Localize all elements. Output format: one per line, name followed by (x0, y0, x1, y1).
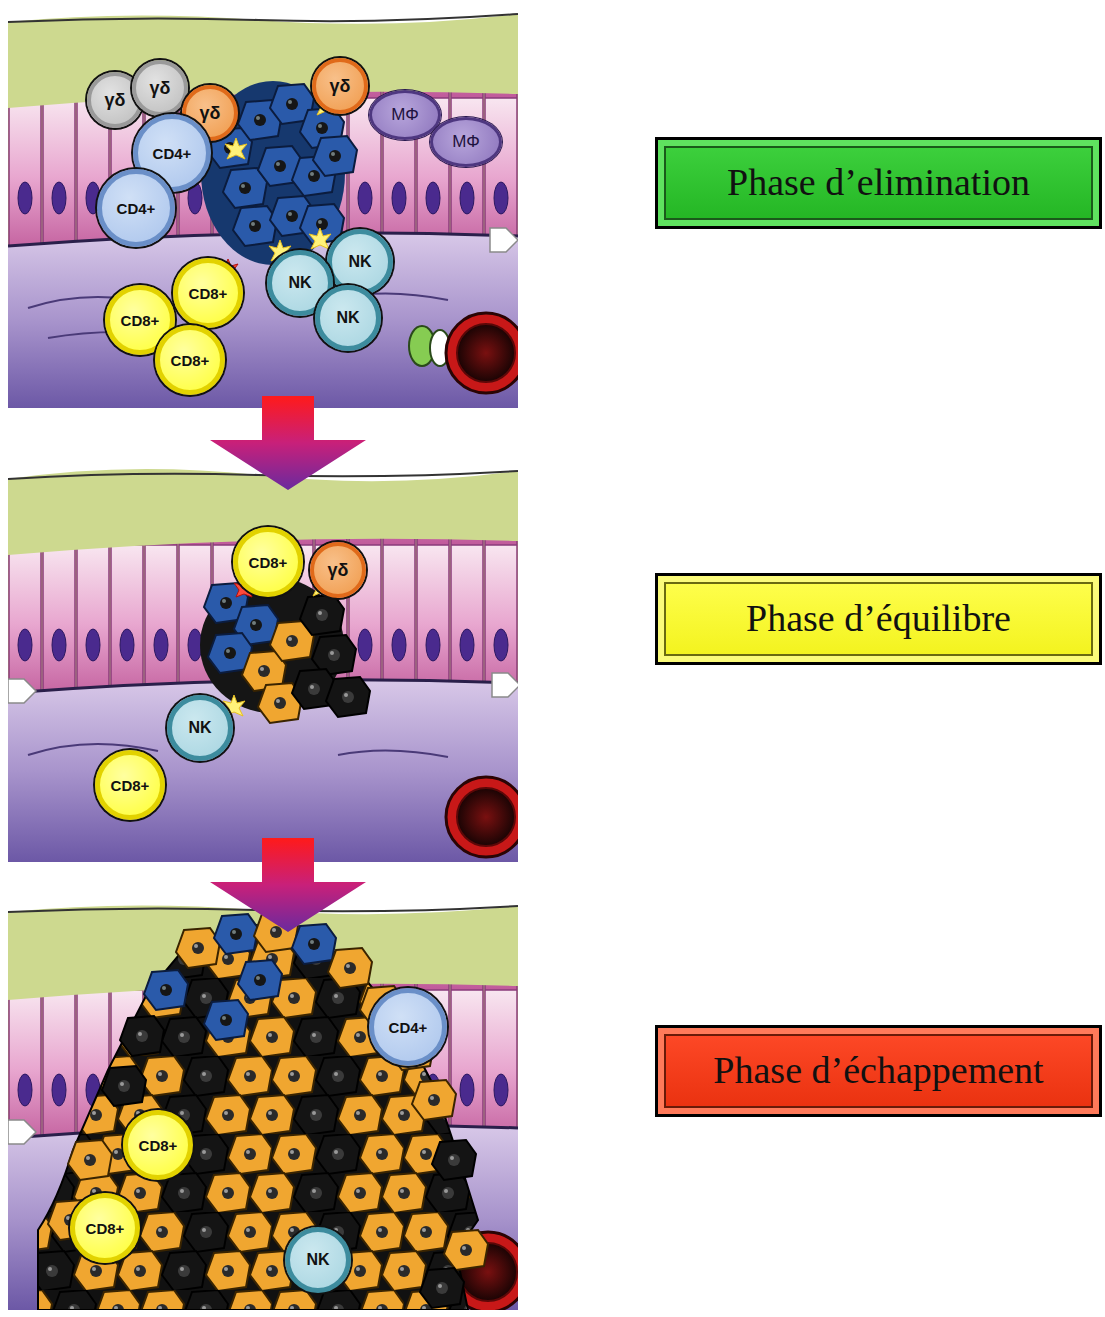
illustration-part (176, 928, 220, 968)
epithelium (8, 92, 518, 246)
epithelium (8, 539, 518, 693)
phase-box: Phase d’elimination (655, 137, 1102, 229)
illustration-part (444, 1230, 488, 1270)
cell-label: NK (188, 720, 211, 736)
surface (8, 8, 518, 24)
illustration-part (313, 136, 357, 176)
cell-label: γδ (328, 561, 349, 579)
illustration-part (420, 1268, 464, 1308)
illustration-part (328, 948, 372, 988)
nk-cell: NK (167, 695, 233, 761)
illustration-part (225, 138, 247, 159)
cell-label: CD8+ (86, 1221, 125, 1236)
illustration-part (120, 1016, 164, 1056)
cell-label: CD8+ (139, 1138, 178, 1153)
cd8-cell: CD8+ (70, 1193, 140, 1263)
transition-arrow (210, 396, 366, 490)
cell-label: γδ (330, 77, 351, 95)
stroma-fibre (28, 744, 448, 757)
phase-label: Phase d’elimination (727, 162, 1030, 204)
illustration-part (102, 1066, 146, 1106)
phase-box: Phase d’équilibre (655, 573, 1102, 665)
cd4-cell: CD4+ (369, 988, 447, 1066)
cd8-cell: CD8+ (155, 325, 225, 395)
panel-echappement (8, 900, 518, 1310)
macrophage: MΦ (369, 90, 441, 140)
illustration-part (309, 228, 331, 249)
illustration-part (214, 914, 258, 954)
gamma-delta-cell: γδ (132, 60, 188, 116)
transition-arrow (210, 838, 366, 932)
cd8-cell: CD8+ (123, 1110, 193, 1180)
panel-equilibre (8, 455, 518, 862)
cd8-cell: CD8+ (233, 527, 303, 597)
illustration-part (8, 679, 36, 703)
cell-label: CD4+ (389, 1020, 428, 1035)
phase-box: Phase d’échappement (655, 1025, 1102, 1117)
illustration-part (446, 777, 518, 857)
cell-label: NK (288, 275, 311, 291)
gamma-delta-cell: γδ (310, 542, 366, 598)
cell-label: CD8+ (249, 555, 288, 570)
cell-label: NK (306, 1252, 329, 1268)
cell-label: γδ (105, 91, 126, 109)
tumor-mass (38, 924, 478, 1310)
cell-label: CD8+ (111, 778, 150, 793)
nk-cell: NK (327, 229, 393, 295)
macrophage: MΦ (430, 117, 502, 167)
cell-label: γδ (200, 104, 221, 122)
cell-label: CD8+ (171, 353, 210, 368)
illustration-part (490, 228, 518, 252)
stroma (8, 680, 518, 862)
nk-cell: NK (285, 1227, 351, 1293)
cell-label: CD8+ (189, 286, 228, 301)
illustration-part (492, 673, 518, 697)
surface-line (8, 14, 518, 22)
cell-label: MΦ (452, 132, 480, 152)
illustration-part (204, 1000, 248, 1040)
panel-elimination (8, 8, 518, 408)
cell-label: CD8+ (121, 313, 160, 328)
illustration-part (68, 1140, 112, 1180)
phase-label: Phase d’échappement (713, 1050, 1043, 1092)
cell-label: MΦ (391, 105, 419, 125)
cell-label: NK (336, 310, 359, 326)
cell-label: NK (348, 254, 371, 270)
lumen-ground (8, 900, 518, 1310)
cd8-cell: CD8+ (95, 750, 165, 820)
cd4-cell: CD4+ (97, 169, 175, 247)
illustration-part (412, 1080, 456, 1120)
illustration-part (446, 313, 518, 393)
lumen-ground (8, 455, 518, 862)
illustration-part (144, 970, 188, 1010)
cell-label: CD4+ (117, 201, 156, 216)
illustration-part (432, 1140, 476, 1180)
illustration-part (300, 595, 344, 635)
illustration-part (292, 924, 336, 964)
nk-cell: NK (315, 285, 381, 351)
gamma-delta-cell: γδ (312, 58, 368, 114)
illustration-part (238, 960, 282, 1000)
cell-label: CD4+ (153, 146, 192, 161)
illustration-part (233, 206, 277, 246)
cell-label: γδ (150, 79, 171, 97)
phase-label: Phase d’équilibre (746, 598, 1011, 640)
cd8-cell: CD8+ (173, 258, 243, 328)
illustration-part (326, 677, 370, 717)
lumen-ground (8, 8, 518, 408)
illustration-part (8, 1120, 36, 1144)
